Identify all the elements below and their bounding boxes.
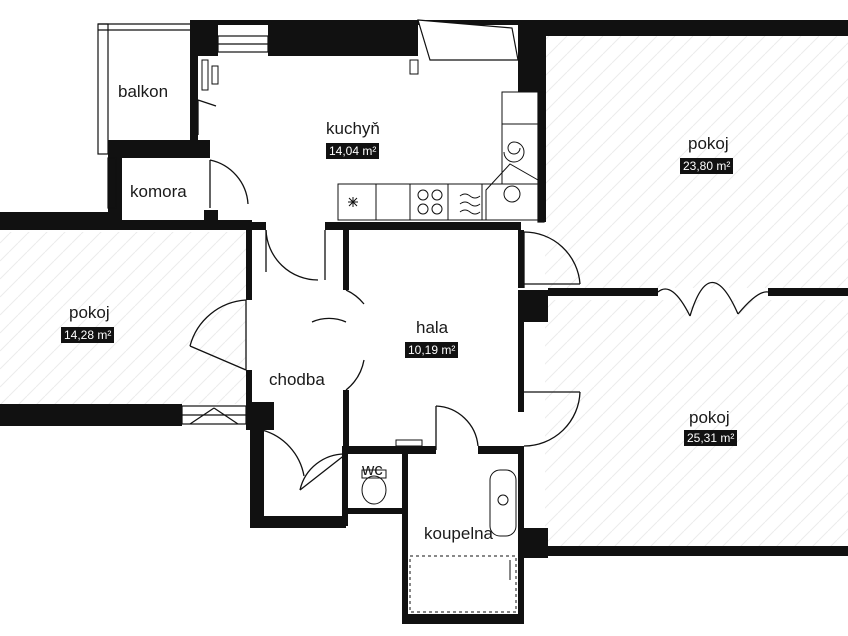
room-label-wc: wc [362, 460, 383, 479]
room-area-hala: 10,19 m² [405, 342, 459, 358]
room-label-koupelna: koupelna [424, 524, 494, 543]
room-label-hala: hala [416, 318, 449, 337]
windows [97, 19, 545, 425]
room-area-pokoj-w: 14,28 m² [61, 327, 115, 343]
bathroom-fittings [361, 439, 517, 613]
room-label-pokoj-w: pokoj [69, 303, 110, 322]
room-area-kuchyn: 14,04 m² [326, 143, 380, 159]
kitchen-counter [337, 91, 539, 221]
room-area-pokoj-ne: 23,80 m² [680, 158, 734, 174]
parquet-floor [0, 36, 848, 546]
radiators [201, 59, 419, 91]
room-label-chodba: chodba [269, 370, 325, 389]
room-area-pokoj-se: 25,31 m² [684, 430, 738, 446]
room-label-balkon: balkon [118, 82, 169, 101]
room-label-kuchyn: kuchyň [326, 119, 380, 138]
room-label-pokoj-ne: pokoj [688, 134, 729, 153]
room-label-pokoj-se: pokoj [689, 408, 730, 427]
doors [189, 99, 769, 491]
walls [0, 20, 848, 624]
room-label-komora: komora [130, 182, 187, 201]
